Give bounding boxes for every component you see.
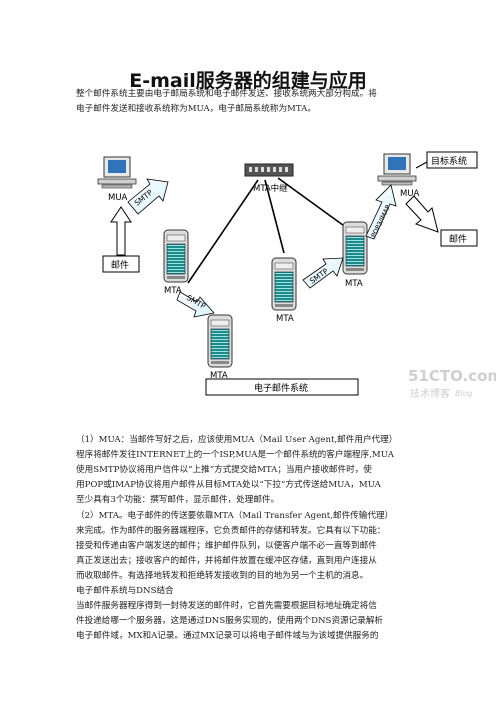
computer-icon-right: [377, 153, 417, 186]
section-title: 电子邮件系统与DNS结合: [76, 586, 174, 596]
smtp-arrow-2: SMTP: [176, 291, 215, 318]
mta-server-middle: [271, 257, 297, 311]
mua-left-label: MUA: [108, 193, 128, 203]
mail-system-diagram: MTA中继 MUA MUA 目标系统 邮件 邮件 MTA MTA MTA MTA…: [97, 151, 496, 400]
smtp-arrow-3: SMTP: [302, 257, 344, 289]
watermark-blog-en: Blog: [455, 389, 473, 398]
target-system-label: 目标系统: [431, 155, 467, 167]
mail-box-left: [102, 255, 140, 273]
intro-paragraph: 整个邮件系统主要由电子邮局系统和电子邮件发送、接收系统两大部分构成。将 电子邮件…: [76, 89, 377, 114]
target-system-box: [426, 151, 478, 169]
watermark-51cto: 51CTO.com: [408, 367, 496, 385]
pop3-imap-arrow: POP3/IMAP: [365, 184, 397, 240]
mua-right-label: MUA: [400, 189, 420, 199]
mta-relay-switch: [244, 163, 294, 177]
mail-box-right: [440, 229, 478, 247]
mail-right-label: 邮件: [449, 233, 467, 245]
mta-label-1: MTA: [164, 286, 182, 296]
arrow-mail-to-mua-icon: [110, 206, 132, 256]
relay-link-middle: [264, 179, 285, 254]
computer-icon-left: [97, 156, 137, 189]
mua-paragraph: （1）MUA：当邮件写好之后，应该使用MUA（Mail User Agent,邮…: [76, 435, 398, 505]
mta-label-3: MTA: [276, 314, 294, 324]
dns-paragraph: 当邮件服务器程序得到一封待发送的邮件时，它首先需要根据目标地址确定将信 件投递给…: [76, 601, 384, 641]
page-title: E-mail服务器的组建与应用: [129, 70, 367, 92]
mta-paragraph: （2）MTA。电子邮件的传送要依靠MTA（Mail Transfer Agent…: [76, 511, 394, 581]
relay-link-right: [277, 177, 348, 229]
arrow-mua-to-mail-icon: [405, 195, 439, 233]
mail-left-label: 邮件: [111, 259, 129, 271]
mta-server-left: [163, 229, 189, 283]
email-system-box: [205, 378, 359, 396]
email-system-label: 电子邮件系统: [254, 382, 308, 394]
mta-server-bottom: [207, 314, 233, 368]
watermark-blog-cn: 技术博客: [410, 387, 450, 400]
relay-label: MTA中继: [253, 183, 288, 194]
mta-server-right: [342, 221, 368, 275]
relay-link-left: [187, 179, 259, 284]
mta-label-4: MTA: [345, 279, 363, 289]
mta-label-2: MTA: [210, 371, 228, 381]
target-link-line: [415, 161, 428, 169]
